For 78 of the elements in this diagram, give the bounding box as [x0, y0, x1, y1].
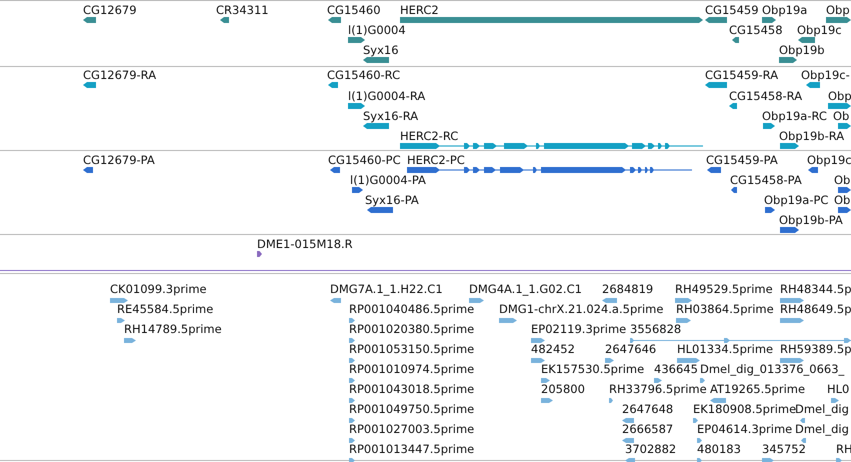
feature-label: Ob [834, 173, 850, 187]
feature-label: CG12679-RA [83, 68, 156, 82]
feature-label: DMG4A.1_1.G02.C1 [469, 282, 582, 296]
feature-label: Obp [828, 89, 851, 103]
feature-label: 3702882 [625, 442, 676, 456]
feature-label: RH49529.5prime [675, 282, 773, 296]
feature-label: Ob [834, 193, 850, 207]
feature-label: CG15460 [327, 3, 381, 17]
feature-label: CG15459-RA [705, 68, 778, 82]
feature-label: EK157530.5prime [541, 362, 644, 376]
feature-label: Dmel_dig_013376_0663_ [700, 362, 844, 376]
feature-label: CG15459-PA [706, 153, 778, 167]
feature-label: Obp19b [779, 43, 825, 57]
feature-label: Obp19b-PA [779, 213, 843, 227]
feature-label: CG15460-PC [328, 153, 401, 167]
feature-label: CG12679 [83, 3, 137, 17]
feature-label: RP001010974.5prime [349, 362, 474, 376]
feature-label: RP001027003.5prime [349, 422, 474, 436]
feature-label: Obp [826, 3, 850, 17]
feature-label: RH59389.5p [780, 342, 851, 356]
feature-label: Syx16 [363, 43, 399, 57]
feature-label: l(1)G0004-RA [348, 89, 426, 103]
feature-label: HERC2-RC [400, 129, 458, 143]
feature-label: Obp19b-RA [779, 129, 844, 143]
feature-label: 3556828 [630, 322, 682, 336]
feature-label: 2647646 [605, 342, 656, 356]
feature-label: l(1)G0004 [348, 23, 406, 37]
feature-label: Obp19c- [801, 68, 850, 82]
feature-label: Obp19a-PC [764, 193, 828, 207]
feature-label: RP001020380.5prime [349, 322, 474, 336]
feature-label: RP001043018.5prime [349, 382, 474, 396]
feature-label: RH03864.5prime [676, 302, 774, 316]
feature-label: CG12679-PA [83, 153, 155, 167]
feature-label: l(1)G0004-PA [350, 173, 426, 187]
feature-label: RH33796.5prime [609, 382, 707, 396]
feature-label: RH48344.5p [780, 282, 851, 296]
feature-label: CG15458 [729, 23, 783, 37]
feature-label: DME1-015M18.R [257, 237, 353, 251]
feature-label: RP001049750.5prime [349, 402, 474, 416]
feature-label: 480183 [697, 442, 741, 456]
feature-label: Obp19a [762, 3, 808, 17]
feature-label: 2647648 [622, 402, 674, 416]
feature-label: 2684819 [602, 282, 654, 296]
feature-label: RP001013447.5prime [349, 442, 474, 456]
feature-label: CG15459 [705, 3, 759, 17]
feature-label: 482452 [531, 342, 575, 356]
feature-label: AT19265.5prime [710, 382, 806, 396]
feature-label: RE45584.5prime [117, 302, 214, 316]
feature-label: Dmel_dig [795, 422, 849, 436]
feature-label: CG15460-RC [327, 68, 400, 82]
feature-label: 345752 [762, 442, 806, 456]
feature-label: Syx16-RA [363, 109, 418, 123]
feature-label: Obp19c [807, 153, 851, 167]
feature-label: Dmel_dig [795, 402, 849, 416]
feature-label: CR34311 [216, 3, 269, 17]
feature-label: DMG1-chrX.21.024.a.5prime [499, 302, 664, 316]
feature-label: RH14789.5prime [124, 322, 222, 336]
feature-label: CK01099.3prime [110, 282, 207, 296]
feature-label: HERC2-PC [407, 153, 465, 167]
feature-label: 205800 [541, 382, 585, 396]
feature-label: CG15458-PA [730, 173, 802, 187]
feature-label: RP001053150.5prime [349, 342, 474, 356]
feature-label: 2666587 [622, 422, 674, 436]
feature-label: RP001040486.5prime [349, 302, 474, 316]
feature-label: EK180908.5prime [693, 402, 796, 416]
feature-label: CG15458-RA [729, 89, 802, 103]
feature-label: EP02119.3prime [531, 322, 626, 336]
feature-label: HL0 [827, 382, 850, 396]
feature-label: HERC2 [400, 3, 439, 17]
feature-label: Obp19c [797, 23, 842, 37]
feature-label: HL01334.5prime [677, 342, 774, 356]
feature-label: DMG7A.1_1.H22.C1 [330, 282, 443, 296]
feature-label: 436645 [654, 362, 698, 376]
feature-label: Syx16-PA [365, 193, 419, 207]
feature-label: EP04614.3prime [697, 422, 792, 436]
feature-label: Obp19a-RC [762, 109, 827, 123]
feature-label: Ob [833, 109, 850, 123]
feature-label: RH48649.5p [780, 302, 851, 316]
